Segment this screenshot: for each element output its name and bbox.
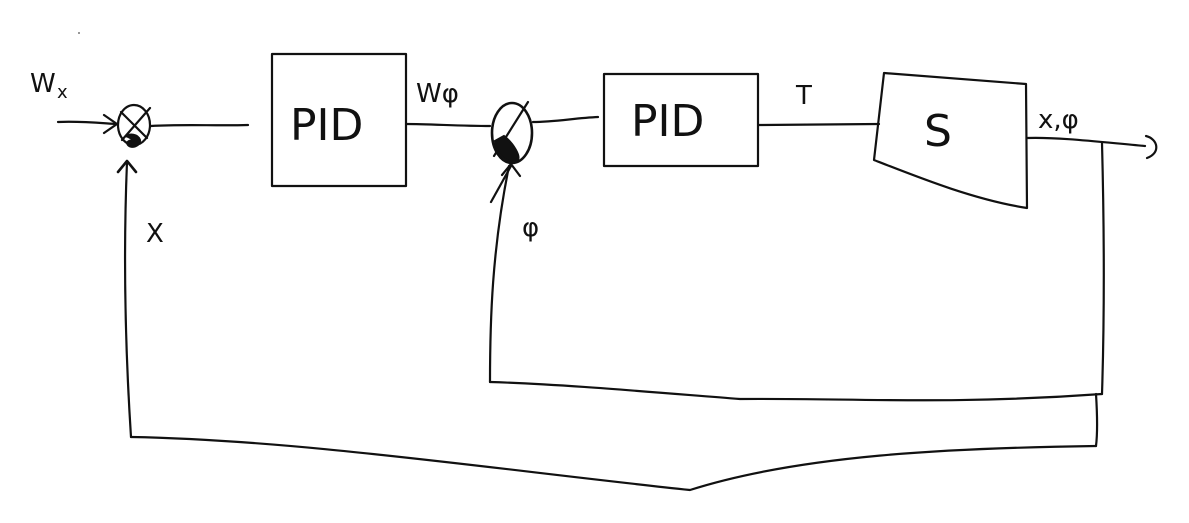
summing-junction-inner (490, 100, 534, 165)
line-pid2-to-system (757, 122, 881, 127)
label-reference-phi: Wφ (416, 79, 459, 109)
label-reference-x-sub: x (57, 82, 68, 103)
system-block (872, 71, 1029, 210)
feedback-branch-down (1100, 141, 1105, 396)
stray-dot (78, 32, 80, 34)
system-label: S (924, 106, 952, 157)
feedback-x-up (124, 160, 133, 439)
feedback-x-side (1094, 392, 1099, 448)
label-torque: T (795, 81, 812, 111)
input-arrow-line (56, 120, 118, 126)
feedback-x-bottom (129, 435, 1098, 492)
summing-junction-outer (116, 103, 152, 148)
line-sum1-to-pid1 (149, 123, 250, 128)
pid-inner-block (602, 72, 760, 168)
output-arrowhead (1144, 134, 1158, 160)
label-feedback-x: X (146, 219, 164, 249)
feedback-phi-arrowhead (500, 162, 522, 178)
line-pid1-to-sum2 (404, 122, 492, 128)
feedback-phi-arrow-line (489, 164, 513, 204)
feedback-phi-bottom (488, 380, 1104, 402)
line-sum2-to-pid2 (531, 115, 600, 124)
output-line (1025, 136, 1147, 148)
minus-sign-scribble (125, 133, 142, 148)
pid-inner-label: PID (631, 96, 704, 147)
pid-outer-label: PID (290, 100, 363, 151)
pid-outer-block (270, 52, 408, 188)
label-reference-x: W (30, 69, 56, 99)
feedback-phi-up (488, 164, 511, 384)
feedback-x-arrowhead (116, 159, 138, 174)
label-output: x,φ (1038, 105, 1079, 135)
label-feedback-phi: φ (522, 213, 539, 243)
